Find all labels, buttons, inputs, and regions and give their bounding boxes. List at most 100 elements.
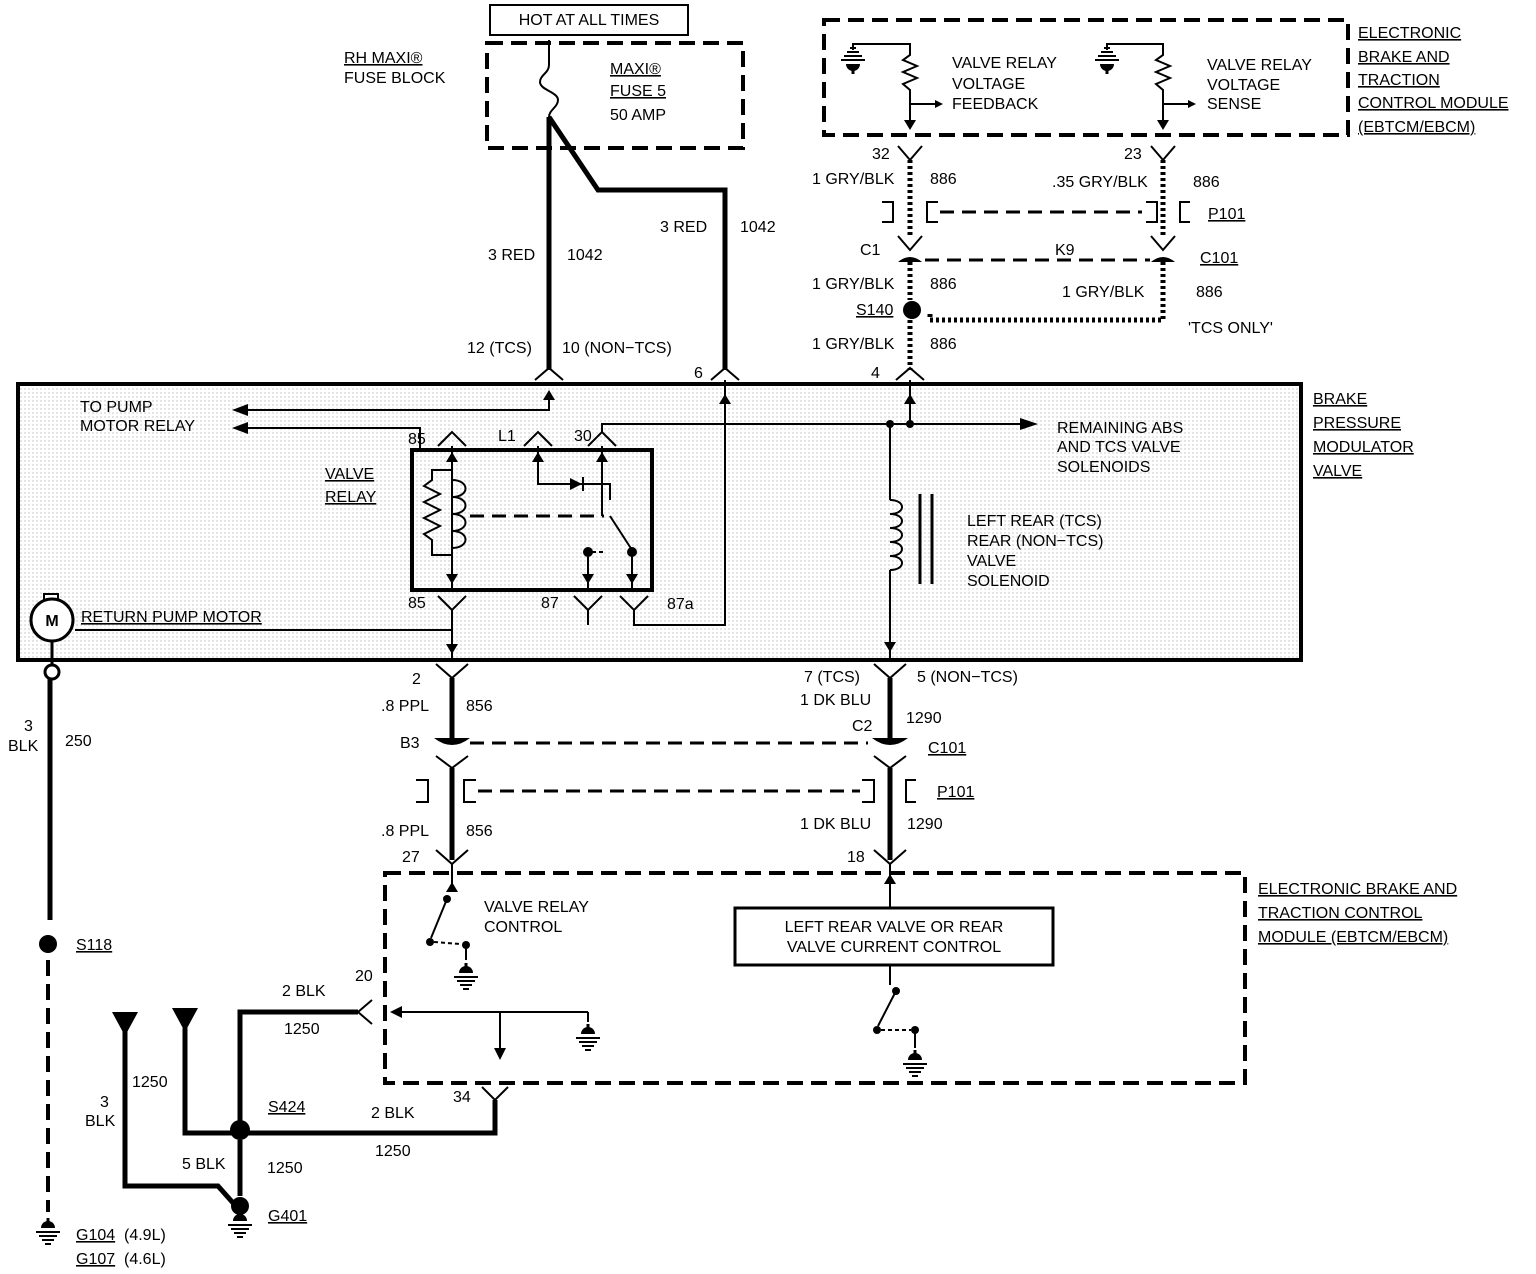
svg-text:50 AMP: 50 AMP <box>610 107 666 124</box>
p101-mid-connector <box>416 779 916 803</box>
arrow-pin6 <box>719 394 731 404</box>
dkblu-2-label: 1 DK BLU <box>800 816 871 833</box>
dkblu-2-circuit: 1290 <box>907 816 943 833</box>
gry-35-circuit: 886 <box>1193 174 1220 191</box>
pin-10-label: 10 (NON−TCS) <box>562 340 672 357</box>
wire-pin6-87a <box>633 380 726 626</box>
terminal-85-top: 85 <box>408 431 426 448</box>
blk-3-c-label: 3 <box>100 1094 109 1111</box>
ppl-2-label: .8 PPL <box>381 823 429 840</box>
gry-1-label: 1 GRY/BLK <box>812 171 895 188</box>
remaining-label: REMAINING ABS AND TCS VALVE SOLENOIDS <box>1057 420 1183 476</box>
svg-text:RH MAXI®: RH MAXI® <box>344 50 423 67</box>
connector-pin-7 <box>873 663 907 680</box>
svg-text:SENSE: SENSE <box>1207 96 1261 113</box>
fuse-label: MAXI® FUSE 5 50 AMP <box>610 61 666 124</box>
terminal-85-bottom: 85 <box>408 595 426 612</box>
svg-text:TO PUMP: TO PUMP <box>80 399 153 416</box>
blk-2-b-circuit: 1250 <box>375 1143 411 1160</box>
svg-text:BRAKE: BRAKE <box>1313 391 1367 408</box>
s140-label: S140 <box>856 302 893 319</box>
svg-text:AND TCS VALVE: AND TCS VALVE <box>1057 439 1181 456</box>
connector-23 <box>1150 145 1176 162</box>
current-control-switch <box>873 965 929 1078</box>
brake-modulator-box <box>16 382 1303 662</box>
s118-label: S118 <box>76 937 112 954</box>
ground-tab-left <box>112 1012 138 1036</box>
terminal-30: 30 <box>574 428 592 445</box>
ppl-1-label: .8 PPL <box>381 698 429 715</box>
connector-pin-2 <box>435 663 469 680</box>
c101-top-label: C101 <box>1200 250 1238 267</box>
svg-text:SOLENOIDS: SOLENOIDS <box>1057 459 1150 476</box>
relay-diode-l1 <box>532 446 611 500</box>
valve-relay-box <box>410 448 654 592</box>
c101-mid-label: C101 <box>928 740 966 757</box>
gry-35-label: .35 GRY/BLK <box>1052 174 1148 191</box>
dkblu-1-circuit: 1290 <box>906 710 942 727</box>
svg-text:TRACTION: TRACTION <box>1358 72 1440 89</box>
c2-cap <box>872 738 908 745</box>
pin-18-label: 18 <box>847 849 865 866</box>
pin-12-label: 12 (TCS) <box>467 340 532 357</box>
valve-relay-label: VALVE RELAY <box>325 466 377 506</box>
feedback-label: VALVE RELAY VOLTAGE FEEDBACK <box>952 55 1057 113</box>
fuse-block-label: RH MAXI® FUSE BLOCK <box>344 50 446 87</box>
hot-at-all-times-box: HOT AT ALL TIMES <box>489 4 689 36</box>
p101-top-label: P101 <box>1208 206 1245 223</box>
svg-text:MODULATOR: MODULATOR <box>1313 439 1414 456</box>
modulator-title: BRAKE PRESSURE MODULATOR VALVE <box>1313 391 1414 480</box>
gry-2-circuit: 886 <box>930 276 957 293</box>
g107-label: G107 <box>76 1251 115 1268</box>
pin-5-label: 5 (NON−TCS) <box>917 669 1018 686</box>
splice-s140 <box>903 301 921 319</box>
blk-5-label: 5 BLK <box>182 1156 226 1173</box>
gry-3-label: 1 GRY/BLK <box>1062 284 1145 301</box>
svg-text:VALVE RELAY: VALVE RELAY <box>484 899 589 916</box>
arrow-remaining <box>1020 418 1038 430</box>
red-right-circuit: 1042 <box>740 219 776 236</box>
c1-label: C1 <box>860 242 881 259</box>
connector-c101-top <box>1150 235 1176 252</box>
g107-note: (4.6L) <box>124 1251 166 1268</box>
valve-relay-control-switch <box>426 864 480 991</box>
svg-text:REMAINING ABS: REMAINING ABS <box>1057 420 1183 437</box>
terminal-85-top-conn <box>437 430 467 447</box>
connector-pin-20 <box>356 999 373 1025</box>
svg-text:ELECTRONIC BRAKE AND: ELECTRONIC BRAKE AND <box>1258 881 1457 898</box>
svg-text:VALVE: VALVE <box>325 466 374 483</box>
svg-text:TRACTION CONTROL: TRACTION CONTROL <box>1258 905 1423 922</box>
pin-6-label: 6 <box>694 365 703 382</box>
pin-34-label: 34 <box>453 1089 471 1106</box>
terminal-87: 87 <box>541 595 559 612</box>
g401-label: G401 <box>268 1208 307 1225</box>
red-wire-right <box>546 115 728 370</box>
svg-text:FUSE BLOCK: FUSE BLOCK <box>344 70 446 87</box>
svg-text:CONTROL: CONTROL <box>484 919 562 936</box>
svg-text:FEEDBACK: FEEDBACK <box>952 96 1039 113</box>
gry-2-label: 1 GRY/BLK <box>812 276 895 293</box>
g104-note: (4.9L) <box>124 1227 166 1244</box>
connector-c101-mid <box>873 755 907 770</box>
g104-label: G104 <box>76 1227 115 1244</box>
svg-text:RELAY: RELAY <box>325 489 377 506</box>
svg-text:MAXI®: MAXI® <box>610 61 661 78</box>
valve-solenoid <box>884 424 934 660</box>
feedback-circuit <box>839 43 943 130</box>
connector-pin-12 <box>534 366 564 381</box>
svg-text:PRESSURE: PRESSURE <box>1313 415 1401 432</box>
pin-20-internal <box>390 1006 602 1060</box>
relay-coil <box>421 446 604 590</box>
svg-text:LEFT REAR VALVE OR REAR: LEFT REAR VALVE OR REAR <box>785 919 1004 936</box>
c101-cap <box>1151 257 1175 262</box>
svg-text:VALVE RELAY: VALVE RELAY <box>1207 57 1312 74</box>
pin-23-label: 23 <box>1124 146 1142 163</box>
ebtcm-top-title: ELECTRONIC BRAKE AND TRACTION CONTROL MO… <box>1358 25 1509 136</box>
arrow-85-out <box>446 644 458 654</box>
blk-wire-tab-g401 <box>122 1030 236 1206</box>
pin-20-label: 20 <box>355 968 373 985</box>
ebtcm-top-dashed-box <box>822 18 1350 137</box>
terminal-l1-conn <box>523 430 553 447</box>
k9-label: K9 <box>1055 242 1075 259</box>
return-pump-label: RETURN PUMP MOTOR <box>81 609 262 626</box>
